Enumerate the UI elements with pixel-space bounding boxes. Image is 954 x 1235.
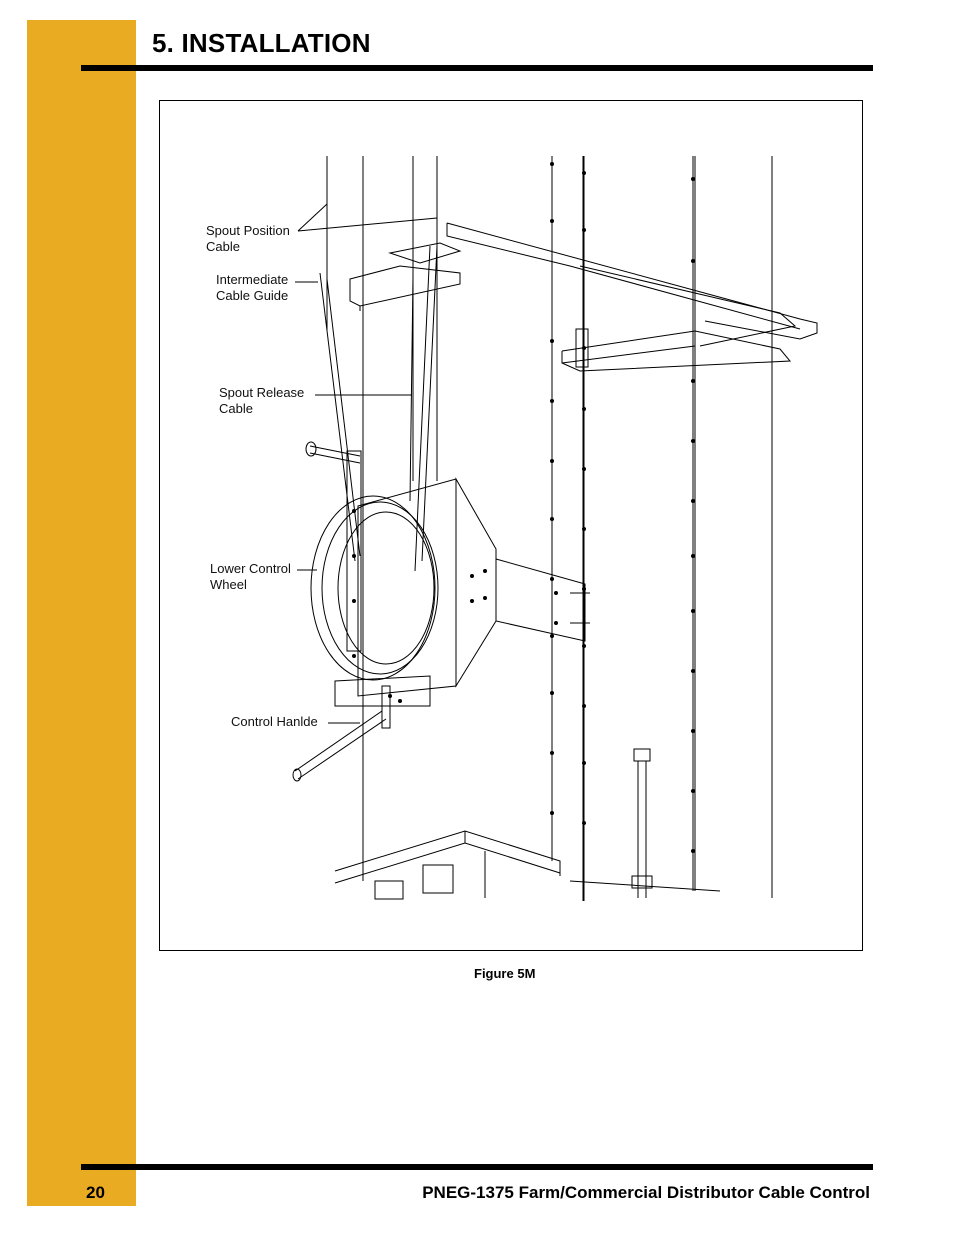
callout-control-handle: Control Hanlde bbox=[231, 714, 318, 729]
section-title: 5. INSTALLATION bbox=[152, 28, 371, 58]
document-title: PNEG-1375 Farm/Commercial Distributor Ca… bbox=[422, 1183, 870, 1202]
callout-lower-control-wheel: Lower Control Wheel bbox=[210, 561, 291, 592]
installation-drawing bbox=[292, 156, 818, 901]
callout-intermediate-cable-guide: Intermediate Cable Guide bbox=[216, 272, 289, 303]
section-side-tab bbox=[27, 20, 136, 1206]
callout-spout-release-cable: Spout Release Cable bbox=[219, 385, 305, 416]
callout-spout-position-cable: Spout Position Cable bbox=[206, 223, 290, 254]
figure-caption: Figure 5M bbox=[474, 966, 536, 981]
footer-rule bbox=[81, 1164, 873, 1170]
figure-frame: Spout Position Cable Intermediate Cable … bbox=[159, 100, 863, 951]
page-number: 20 bbox=[86, 1183, 105, 1202]
header-rule bbox=[81, 65, 873, 71]
